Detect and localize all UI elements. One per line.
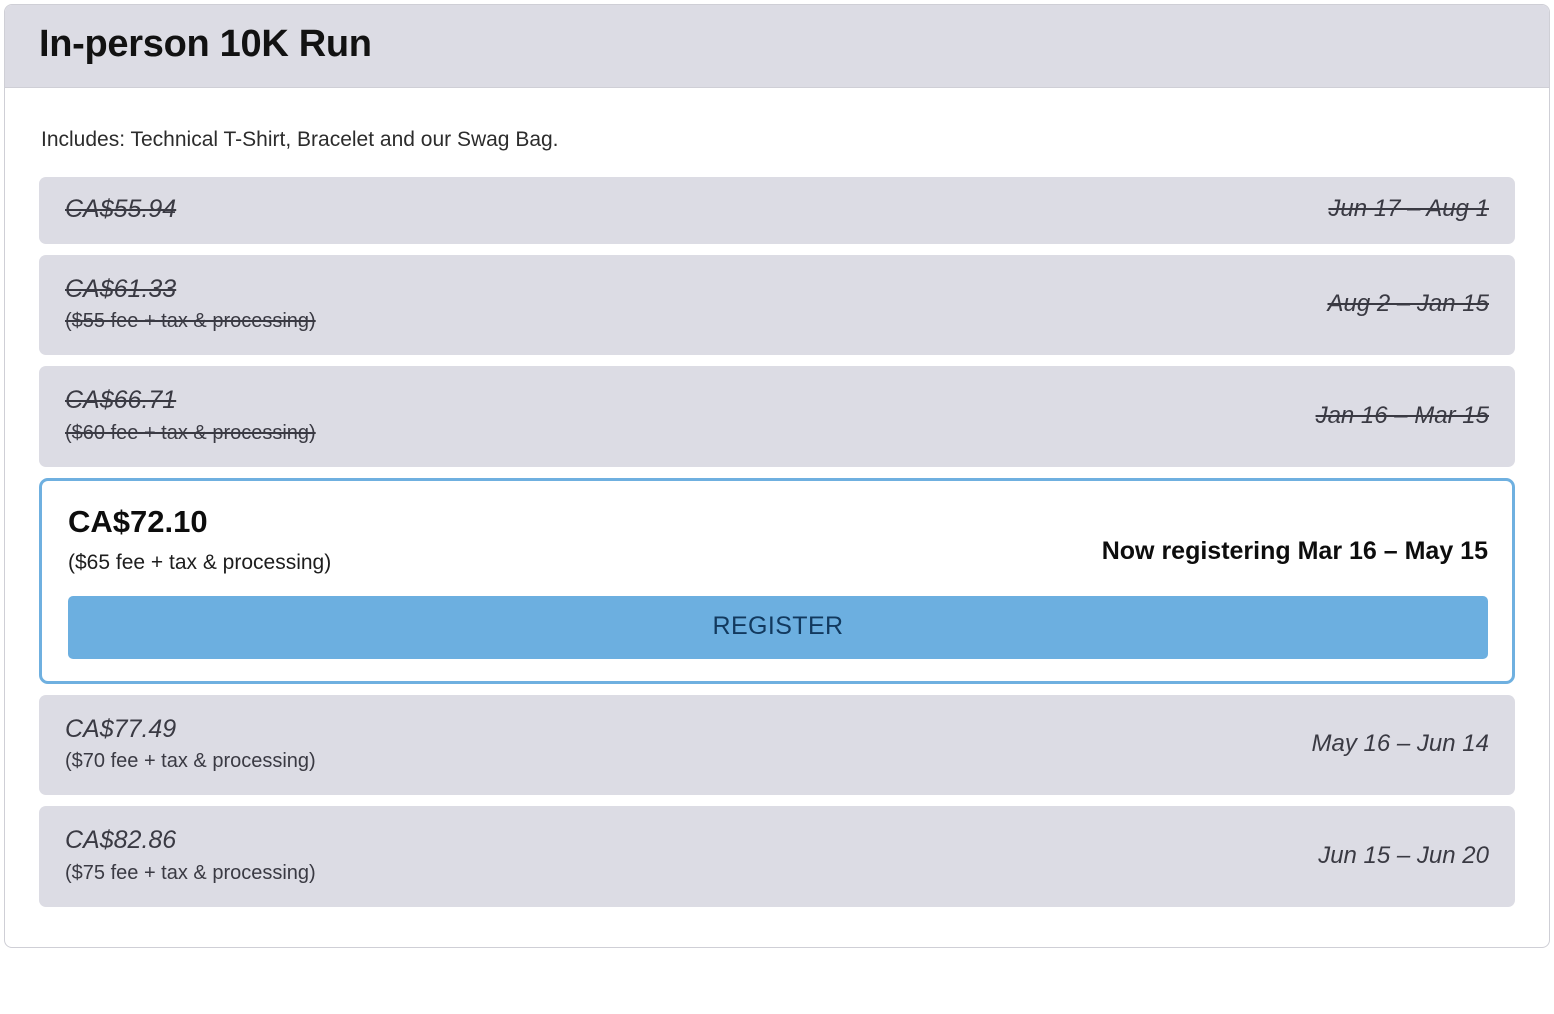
tier-price-group: CA$66.71 ($60 fee + tax & processing) [65, 386, 316, 445]
tier-price: CA$61.33 [65, 274, 177, 303]
pricing-tier-row: CA$66.71 ($60 fee + tax & processing) Ja… [39, 366, 1515, 468]
tier-price-group: CA$61.33 ($55 fee + tax & processing) [65, 275, 316, 334]
pricing-tier-row: CA$55.94 Jun 17 – Aug 1 [39, 176, 1515, 244]
pricing-tier-row: CA$77.49 ($70 fee + tax & processing) Ma… [39, 694, 1515, 796]
tier-fee-detail: ($55 fee + tax & processing) [65, 310, 316, 333]
now-registering-label: Now registering Mar 16 – May 15 [1101, 537, 1488, 566]
tier-price: CA$77.49 [65, 714, 177, 743]
tier-date-range: Aug 2 – Jan 15 [1327, 290, 1489, 318]
tier-fee-detail: ($75 fee + tax & processing) [65, 862, 316, 885]
tier-price: CA$66.71 [65, 386, 177, 415]
panel-body: Includes: Technical T-Shirt, Bracelet an… [5, 88, 1549, 947]
tier-date-range: Jun 17 – Aug 1 [1328, 195, 1489, 223]
tier-price-group: CA$77.49 ($70 fee + tax & processing) [65, 715, 316, 774]
tier-fee-detail: ($65 fee + tax & processing) [68, 551, 332, 575]
tier-price: CA$82.86 [65, 826, 177, 855]
pricing-tier-row: CA$82.86 ($75 fee + tax & processing) Ju… [39, 806, 1515, 908]
active-tier-top: CA$72.10 ($65 fee + tax & processing) No… [68, 503, 1488, 575]
tier-price-group: CA$72.10 ($65 fee + tax & processing) [68, 503, 331, 575]
pricing-tier-row-active[interactable]: CA$72.10 ($65 fee + tax & processing) No… [39, 478, 1515, 684]
tier-date-range: Jan 16 – Mar 15 [1315, 401, 1489, 429]
tier-price-group: CA$82.86 ($75 fee + tax & processing) [65, 826, 316, 885]
tier-price-group: CA$55.94 [65, 195, 176, 224]
pricing-tier-row: CA$61.33 ($55 fee + tax & processing) Au… [39, 254, 1515, 356]
includes-description: Includes: Technical T-Shirt, Bracelet an… [41, 127, 559, 151]
tier-price: CA$72.10 [68, 504, 208, 540]
tier-date-range: May 16 – Jun 14 [1311, 729, 1489, 757]
tier-date-range: Jun 15 – Jun 20 [1318, 841, 1489, 869]
tier-fee-detail: ($60 fee + tax & processing) [65, 422, 316, 445]
registration-pricing-panel: In-person 10K Run Includes: Technical T-… [4, 4, 1550, 949]
page-title: In-person 10K Run [39, 23, 372, 65]
panel-header: In-person 10K Run [5, 5, 1549, 88]
tier-price: CA$55.94 [65, 194, 177, 223]
register-button[interactable]: REGISTER [68, 595, 1488, 659]
tier-fee-detail: ($70 fee + tax & processing) [65, 750, 316, 773]
